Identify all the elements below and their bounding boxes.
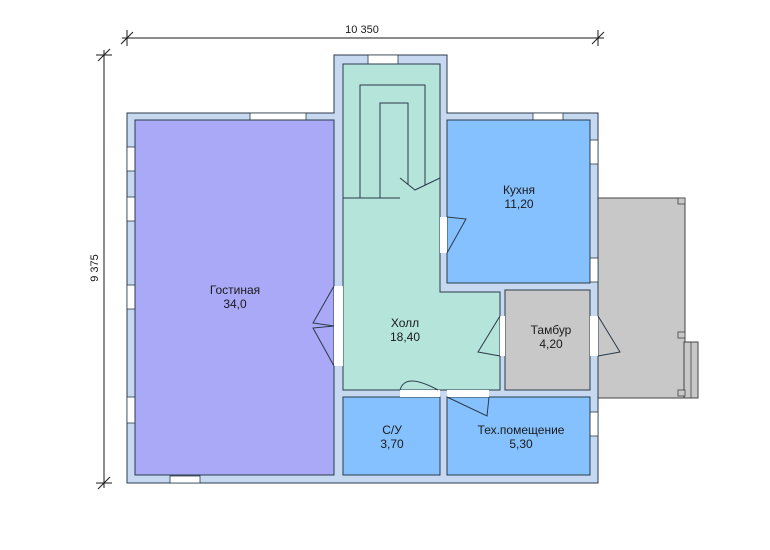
living-name: Гостиная xyxy=(210,283,260,297)
window xyxy=(249,112,307,121)
room-vestibule xyxy=(504,289,591,391)
terrace-area xyxy=(595,197,686,399)
kitchen-name: Кухня xyxy=(503,183,535,197)
window xyxy=(169,475,201,484)
hall-area: 18,40 xyxy=(390,330,420,344)
door-utility xyxy=(446,396,490,417)
window xyxy=(126,146,136,172)
room-living xyxy=(134,119,335,476)
door-opening xyxy=(400,390,440,397)
vestibule-name: Тамбур xyxy=(531,323,572,337)
utility-name: Тех.помещение xyxy=(478,423,565,437)
terrace-post xyxy=(677,389,686,397)
window xyxy=(532,112,564,121)
room-hall xyxy=(342,63,501,391)
window xyxy=(126,196,136,222)
door-living xyxy=(312,285,335,367)
door-opening xyxy=(334,286,343,366)
dimension-width xyxy=(120,30,605,46)
door-opening xyxy=(590,316,598,356)
door-vestibule-inner xyxy=(477,315,501,357)
window xyxy=(367,54,399,65)
room-bathroom xyxy=(342,396,441,476)
dimension-height-label: 9 375 xyxy=(89,254,101,282)
kitchen-area: 11,20 xyxy=(504,197,533,211)
terrace-post xyxy=(677,197,686,205)
door-kitchen xyxy=(446,216,467,254)
dimension-width-label: 10 350 xyxy=(345,24,379,36)
staircase xyxy=(343,84,441,199)
terrace-post xyxy=(677,331,686,339)
vestibule-area: 4,20 xyxy=(539,337,563,351)
door-opening xyxy=(440,217,447,253)
room-utility xyxy=(446,396,591,476)
dimension-height xyxy=(96,48,112,490)
window xyxy=(589,257,599,283)
bathroom-area: 3,70 xyxy=(380,437,404,451)
door-opening xyxy=(447,390,489,397)
window xyxy=(589,411,599,437)
room-kitchen xyxy=(446,119,591,284)
door-opening xyxy=(500,316,505,356)
window xyxy=(126,396,136,424)
bathroom-name: С/У xyxy=(382,423,402,437)
hall-name: Холл xyxy=(391,316,419,330)
window xyxy=(589,139,599,165)
doors xyxy=(312,216,621,417)
door-vestibule-outer xyxy=(597,315,621,357)
door-bathroom xyxy=(399,380,439,391)
utility-area: 5,30 xyxy=(509,437,533,451)
terrace xyxy=(595,197,699,399)
living-area: 34,0 xyxy=(223,297,247,311)
window xyxy=(126,284,136,310)
